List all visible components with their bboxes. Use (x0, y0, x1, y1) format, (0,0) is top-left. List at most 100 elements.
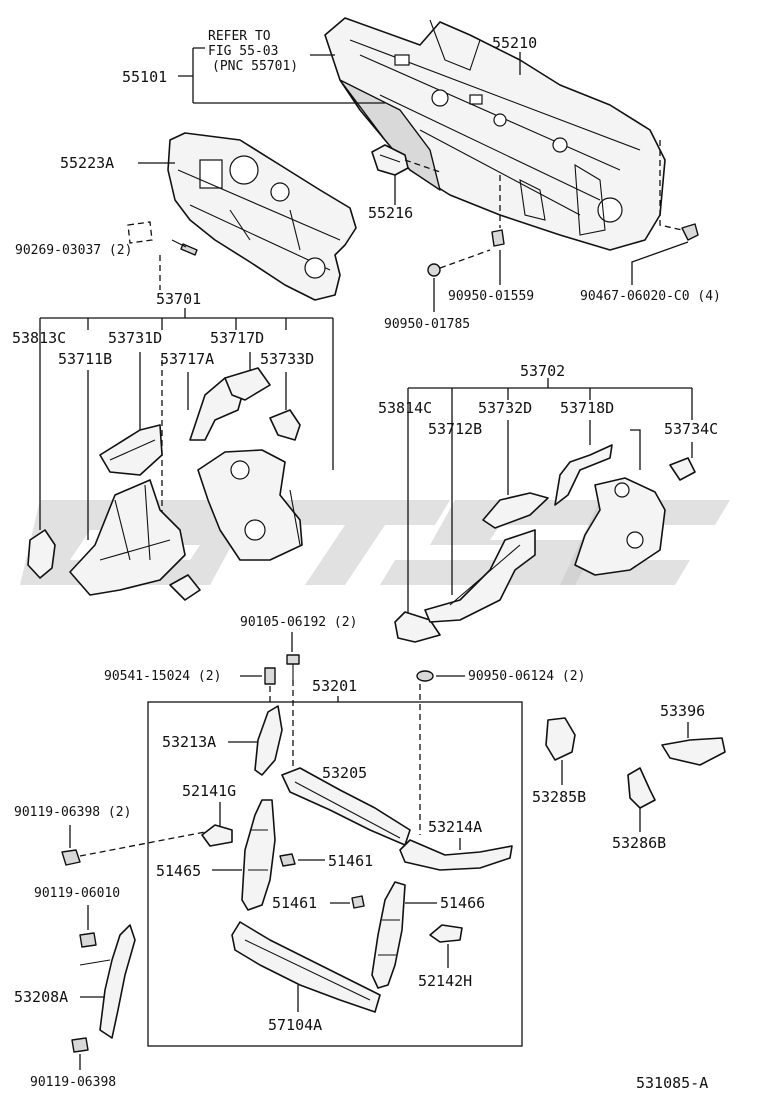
bracket-53701 (40, 308, 333, 319)
bolt-90119c (71, 1037, 89, 1053)
label-90105: 90105-06192 (2) (240, 615, 357, 630)
part-53285B (545, 717, 576, 761)
label-53717A: 53717A (160, 350, 214, 368)
dash-90950b (439, 249, 491, 269)
part-53733D (269, 409, 301, 441)
label-51461-a: 51461 (328, 852, 373, 870)
clip-51461-b (351, 895, 365, 909)
part-57104A (231, 921, 381, 1013)
label-57104A: 57104A (268, 1016, 322, 1034)
part-53734C (669, 457, 696, 481)
label-90119-06010: 90119-06010 (34, 886, 120, 901)
label-53396: 53396 (660, 702, 705, 720)
part-53814C (394, 611, 441, 643)
leader-55101 (178, 47, 385, 104)
leaders-53701-sub (87, 352, 287, 540)
label-53285B: 53285B (532, 788, 586, 806)
bolt-90119b (79, 932, 97, 948)
label-52141G: 52141G (182, 782, 236, 800)
label-53701: 53701 (156, 290, 201, 308)
leader-90467 (631, 241, 689, 285)
label-53813C: 53813C (12, 329, 66, 347)
label-53711B: 53711B (58, 350, 112, 368)
dash-90467 (659, 140, 683, 231)
dash-55216 (404, 159, 441, 173)
part-53718D (554, 444, 613, 506)
part-51465 (241, 799, 276, 911)
part-53214A (399, 839, 513, 871)
part-52141G (201, 824, 233, 847)
leaders-53701 (39, 318, 334, 530)
label-51466: 51466 (440, 894, 485, 912)
part-53205 (281, 767, 411, 846)
part-53732D (482, 492, 549, 529)
dash-90119a (79, 831, 206, 857)
label-51465: 51465 (156, 862, 201, 880)
part-53712B (424, 529, 536, 623)
leaders-53702 (407, 388, 693, 615)
plug-90950-06124 (416, 670, 434, 682)
label-53732D: 53732D (478, 399, 532, 417)
label-90950-01559: 90950-01559 (448, 289, 534, 304)
refer-to-line3: (PNC 55701) (212, 59, 298, 74)
plug-90950-01785 (427, 263, 441, 277)
bolt-90105 (286, 654, 300, 680)
label-53201: 53201 (312, 677, 357, 695)
part-53208A (79, 924, 136, 1039)
part-53731D (99, 424, 163, 476)
plug-90541 (264, 667, 276, 685)
part-wheelhouse-left (197, 449, 303, 561)
label-55101: 55101 (122, 68, 167, 86)
label-90950-01785: 90950-01785 (384, 317, 470, 332)
label-90950-06124: 90950-06124 (2) (468, 669, 585, 684)
label-53731D: 53731D (108, 329, 162, 347)
label-90541: 90541-15024 (2) (104, 669, 221, 684)
leaders-53702-sub (507, 420, 693, 495)
label-53734C: 53734C (664, 420, 718, 438)
label-90119-06398-2: 90119-06398 (2) (14, 805, 131, 820)
part-53711B (69, 479, 186, 596)
part-53286B (627, 767, 656, 809)
label-90467: 90467-06020-C0 (4) (580, 289, 721, 304)
label-53814C: 53814C (378, 399, 432, 417)
part-51466 (371, 881, 406, 989)
figure-code: 531085-A (636, 1074, 708, 1092)
label-53208A: 53208A (14, 988, 68, 1006)
label-53717D: 53717D (210, 329, 264, 347)
label-53205: 53205 (322, 764, 367, 782)
refer-to-line2: FIG 55-03 (208, 44, 278, 59)
label-52142H: 52142H (418, 972, 472, 990)
dash-panel-part (324, 17, 666, 251)
label-55223A: 55223A (60, 154, 114, 172)
part-53396 (661, 737, 726, 766)
screw-90269 (127, 221, 198, 256)
label-53712B: 53712B (428, 420, 482, 438)
label-55210: 55210 (492, 34, 537, 52)
part-53213A (254, 705, 283, 776)
insulator-part (167, 132, 357, 301)
clip-51461-a (279, 853, 296, 867)
label-53733D: 53733D (260, 350, 314, 368)
plug-90950-01559 (491, 229, 505, 247)
bolt-90119a (61, 849, 81, 866)
bolt-90467 (681, 223, 699, 241)
label-53214A: 53214A (428, 818, 482, 836)
label-53213A: 53213A (162, 733, 216, 751)
label-90119-06398: 90119-06398 (30, 1075, 116, 1090)
part-53813C (27, 529, 56, 579)
label-53286B: 53286B (612, 834, 666, 852)
assembly-box-53201 (147, 701, 523, 1047)
label-55216: 55216 (368, 204, 413, 222)
label-51461-b: 51461 (272, 894, 317, 912)
part-53717D (224, 367, 271, 401)
label-53718D: 53718D (560, 399, 614, 417)
bracket-53702 (408, 378, 692, 389)
refer-to-line1: REFER TO (208, 29, 271, 44)
label-90269: 90269-03037 (2) (15, 243, 132, 258)
part-52142H (429, 924, 463, 943)
bracket-55216-part (371, 144, 409, 176)
part-small-clip-left (169, 574, 201, 601)
part-wheelhouse-right (574, 477, 666, 576)
